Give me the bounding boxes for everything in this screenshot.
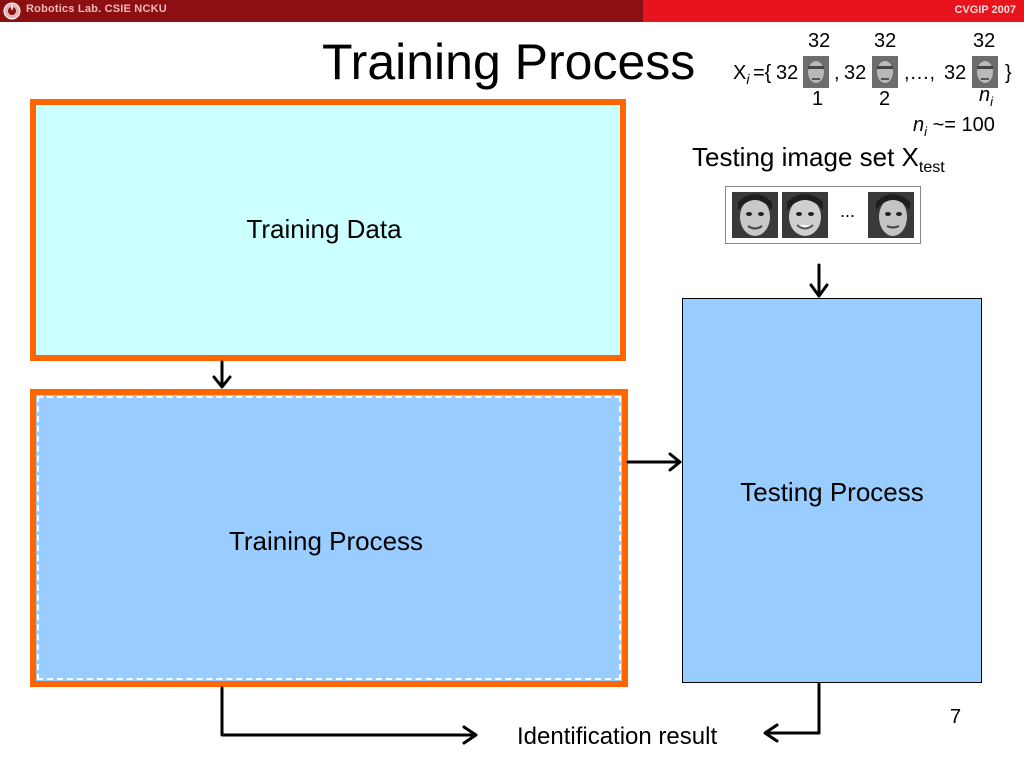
header-right-band: CVGIP 2007 xyxy=(643,0,1024,22)
formula-comma: , xyxy=(834,62,840,84)
face-thumb-n-icon xyxy=(972,56,998,88)
header-bar: Robotics Lab. CSIE NCKU CVGIP 2007 xyxy=(0,0,1024,22)
test-images-ellipsis: ... xyxy=(840,201,856,221)
dim-label-2-side: 32 xyxy=(844,62,867,84)
xi-symbol: Xi xyxy=(733,62,750,87)
test-face-2-icon xyxy=(782,192,828,238)
slide-title: Training Process xyxy=(322,34,696,90)
dim-label-2-top: 32 xyxy=(874,30,897,52)
dim-label-n-top: 32 xyxy=(973,30,996,52)
test-face-1-icon xyxy=(732,192,778,238)
arrow-data-to-training xyxy=(212,360,232,389)
lab-seal-icon xyxy=(3,2,21,20)
training-process-label: Training Process xyxy=(228,525,424,556)
dim-label-n-side: 32 xyxy=(944,62,967,84)
index-2: 2 xyxy=(879,88,891,110)
testing-process-label: Testing Process xyxy=(740,477,924,507)
formula-close-brace: } xyxy=(1005,62,1012,84)
testing-process-box: Testing Process xyxy=(682,298,982,683)
dim-label-1-side: 32 xyxy=(776,62,799,84)
sample-count-note: ni ~= 100 xyxy=(913,114,995,139)
face-thumb-1-icon xyxy=(803,56,829,88)
dim-label-1-top: 32 xyxy=(808,30,831,52)
header-left-band: Robotics Lab. CSIE NCKU xyxy=(0,0,643,22)
formula-open-brace: ={ xyxy=(753,62,772,84)
identification-result-label: Identification result xyxy=(517,723,718,750)
training-data-box: Training Data xyxy=(30,99,626,361)
arrow-testing-to-result xyxy=(763,682,821,743)
index-1: 1 xyxy=(812,88,824,110)
arrow-training-to-result xyxy=(220,686,478,745)
formula-ellipsis: ,…, xyxy=(904,62,936,84)
index-n: ni xyxy=(979,84,994,109)
face-thumb-2-icon xyxy=(872,56,898,88)
lab-name: Robotics Lab. CSIE NCKU xyxy=(26,3,167,15)
test-face-n-icon xyxy=(868,192,914,238)
training-process-box: Training Process xyxy=(30,389,628,687)
conference-name: CVGIP 2007 xyxy=(954,4,1016,16)
arrow-images-to-testing xyxy=(809,263,829,298)
page-number: 7 xyxy=(950,706,962,728)
testing-images-strip: ... xyxy=(725,186,921,244)
training-data-label: Training Data xyxy=(246,213,402,244)
testing-set-label: Testing image set Xtest xyxy=(692,142,945,176)
arrow-training-to-testing xyxy=(626,452,682,472)
